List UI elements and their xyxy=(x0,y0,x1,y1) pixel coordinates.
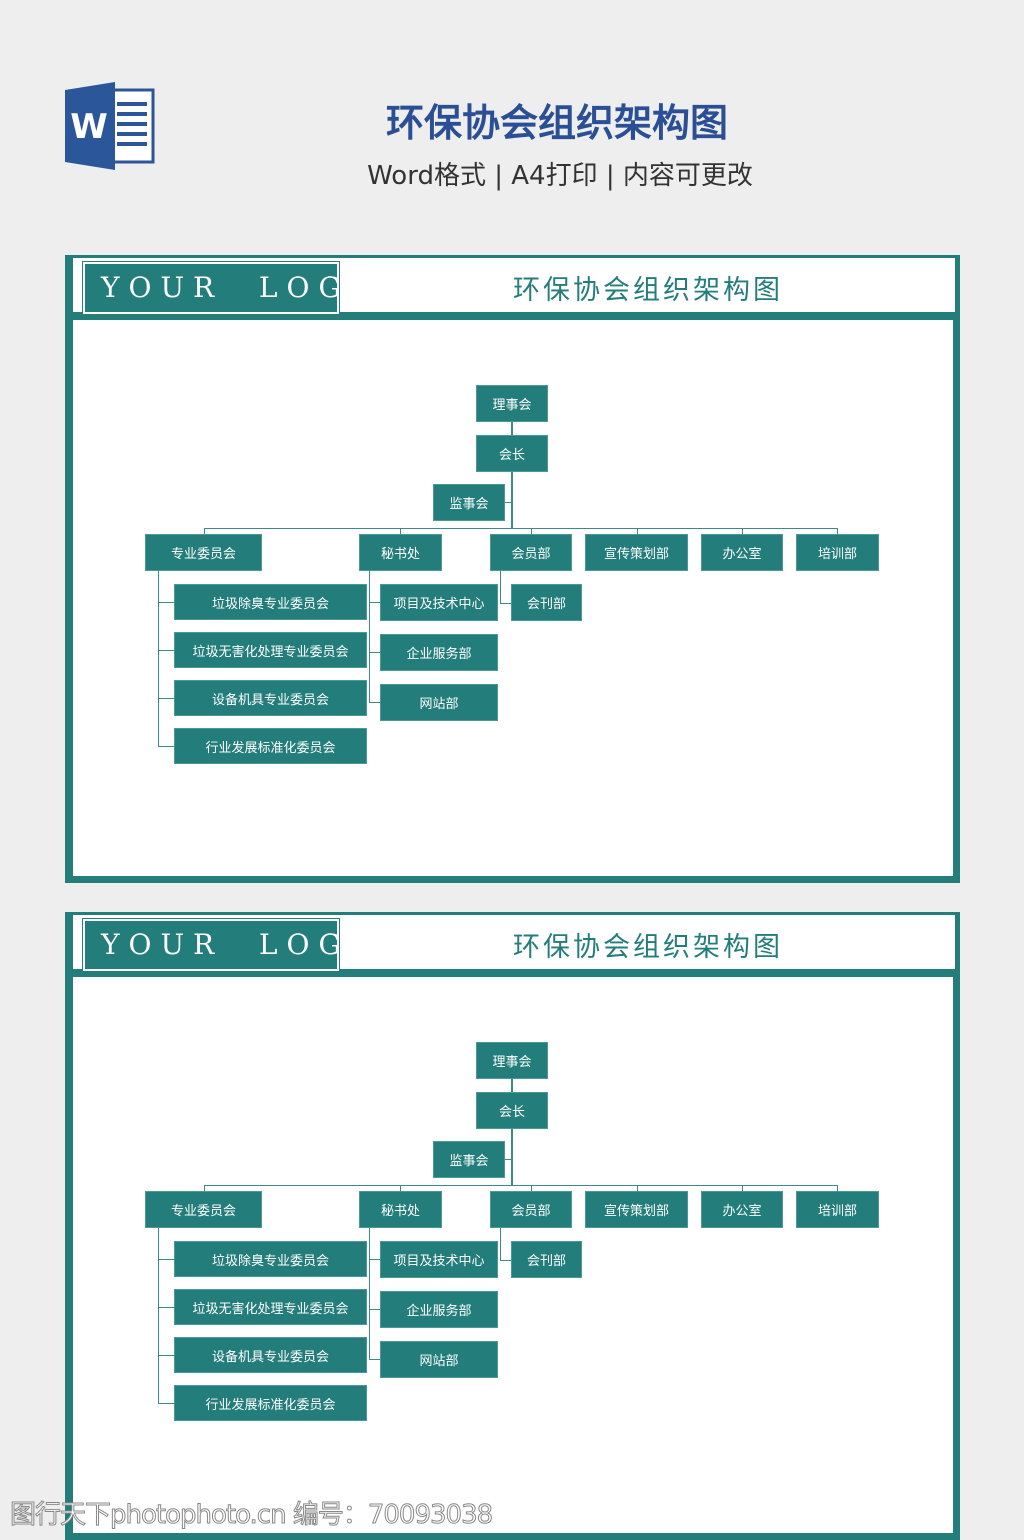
org-box-supervisors: 监事会 xyxy=(434,1142,504,1177)
connector-line xyxy=(837,1185,838,1192)
org-box-department: 会员部 xyxy=(491,535,571,570)
org-box-department: 会员部 xyxy=(491,1192,571,1227)
org-box-secretariat-unit: 项目及技术中心 xyxy=(381,1242,497,1277)
org-box-committee: 垃圾除臭专业委员会 xyxy=(175,585,366,619)
panel-header: YOUR LOGO 环保协会组织架构图 xyxy=(73,258,955,315)
org-box-member-unit: 会刊部 xyxy=(512,1242,581,1277)
connector-line xyxy=(158,698,175,699)
org-chart-panel: YOUR LOGO 环保协会组织架构图理事会会长监事会专业委员会 秘书处 会员部宣传策… xyxy=(65,912,960,1540)
connector-line xyxy=(500,603,512,604)
org-box-president: 会长 xyxy=(477,1093,547,1128)
org-box-board: 理事会 xyxy=(477,1043,547,1078)
connector-line xyxy=(204,528,205,535)
connector-line xyxy=(158,1227,159,1404)
connector-line xyxy=(637,1185,638,1192)
page-subtitle: Word格式 | A4打印 | 内容可更改 xyxy=(367,161,753,191)
connector-line xyxy=(504,502,512,503)
connector-line xyxy=(400,528,401,535)
connector-line xyxy=(369,1259,381,1260)
org-box-committee: 行业发展标准化委员会 xyxy=(175,729,366,763)
connector-line xyxy=(204,1185,838,1186)
connector-line xyxy=(369,652,381,653)
connector-line xyxy=(742,528,743,535)
connector-line xyxy=(369,1227,370,1360)
connector-line xyxy=(500,1227,501,1261)
org-box-department: 办公室 xyxy=(702,535,782,570)
connector-line xyxy=(204,1185,205,1192)
connector-line xyxy=(158,1259,175,1260)
org-box-secretariat-unit: 网站部 xyxy=(381,1342,497,1377)
org-box-committee: 设备机具专业委员会 xyxy=(175,681,366,715)
org-box-committee: 设备机具专业委员会 xyxy=(175,1338,366,1372)
org-box-committee: 行业发展标准化委员会 xyxy=(175,1386,366,1420)
org-box-department: 专业委员会 xyxy=(146,1192,261,1227)
connector-line xyxy=(500,570,501,604)
org-box-president: 会长 xyxy=(477,436,547,471)
connector-line xyxy=(369,702,381,703)
connector-line xyxy=(158,746,175,747)
panel-header: YOUR LOGO 环保协会组织架构图 xyxy=(73,915,955,972)
org-box-department: 培训部 xyxy=(797,1192,878,1227)
logo-placeholder: YOUR LOGO xyxy=(82,918,373,972)
panel-title: 环保协会组织架构图 xyxy=(513,932,783,963)
connector-line xyxy=(504,1159,512,1160)
connector-line xyxy=(158,650,175,651)
connector-line xyxy=(369,1359,381,1360)
connector-line xyxy=(531,1185,532,1192)
org-box-department: 办公室 xyxy=(702,1192,782,1227)
org-box-secretariat-unit: 企业服务部 xyxy=(381,635,497,670)
connector-line xyxy=(742,1185,743,1192)
connector-line xyxy=(158,602,175,603)
connector-line xyxy=(400,1185,401,1192)
connector-line xyxy=(158,1403,175,1404)
panel-title: 环保协会组织架构图 xyxy=(513,275,783,306)
org-box-supervisors: 监事会 xyxy=(434,485,504,520)
connector-line xyxy=(511,421,513,529)
logo-placeholder: YOUR LOGO xyxy=(82,261,373,315)
org-box-department: 专业委员会 xyxy=(146,535,261,570)
org-box-committee: 垃圾无害化处理专业委员会 xyxy=(175,633,366,667)
org-box-department: 秘书处 xyxy=(360,535,441,570)
page-title: 环保协会组织架构图 xyxy=(385,101,728,145)
connector-line xyxy=(511,1078,513,1186)
connector-line xyxy=(158,1307,175,1308)
org-box-department: 宣传策划部 xyxy=(586,1192,687,1227)
word-doc-icon: W xyxy=(65,82,157,170)
org-box-department: 培训部 xyxy=(797,535,878,570)
org-box-committee: 垃圾无害化处理专业委员会 xyxy=(175,1290,366,1324)
org-box-member-unit: 会刊部 xyxy=(512,585,581,620)
org-box-department: 秘书处 xyxy=(360,1192,441,1227)
org-box-department: 宣传策划部 xyxy=(586,535,687,570)
connector-line xyxy=(500,1260,512,1261)
connector-line xyxy=(369,570,370,703)
connector-line xyxy=(369,1309,381,1310)
connector-line xyxy=(158,570,159,747)
org-box-committee: 垃圾除臭专业委员会 xyxy=(175,1242,366,1276)
connector-line xyxy=(531,528,532,535)
connector-line xyxy=(637,528,638,535)
connector-line xyxy=(204,528,838,529)
watermark: 图行天下photophoto.cn 编号：70093038 xyxy=(9,1500,493,1531)
connector-line xyxy=(837,528,838,535)
org-box-secretariat-unit: 项目及技术中心 xyxy=(381,585,497,620)
org-box-board: 理事会 xyxy=(477,386,547,421)
org-chart-panel: YOUR LOGO 环保协会组织架构图理事会会长监事会专业委员会 秘书处 会员部宣传策… xyxy=(65,255,960,883)
org-box-secretariat-unit: 企业服务部 xyxy=(381,1292,497,1327)
svg-text:W: W xyxy=(70,107,108,147)
connector-line xyxy=(369,602,381,603)
connector-line xyxy=(158,1355,175,1356)
org-box-secretariat-unit: 网站部 xyxy=(381,685,497,720)
